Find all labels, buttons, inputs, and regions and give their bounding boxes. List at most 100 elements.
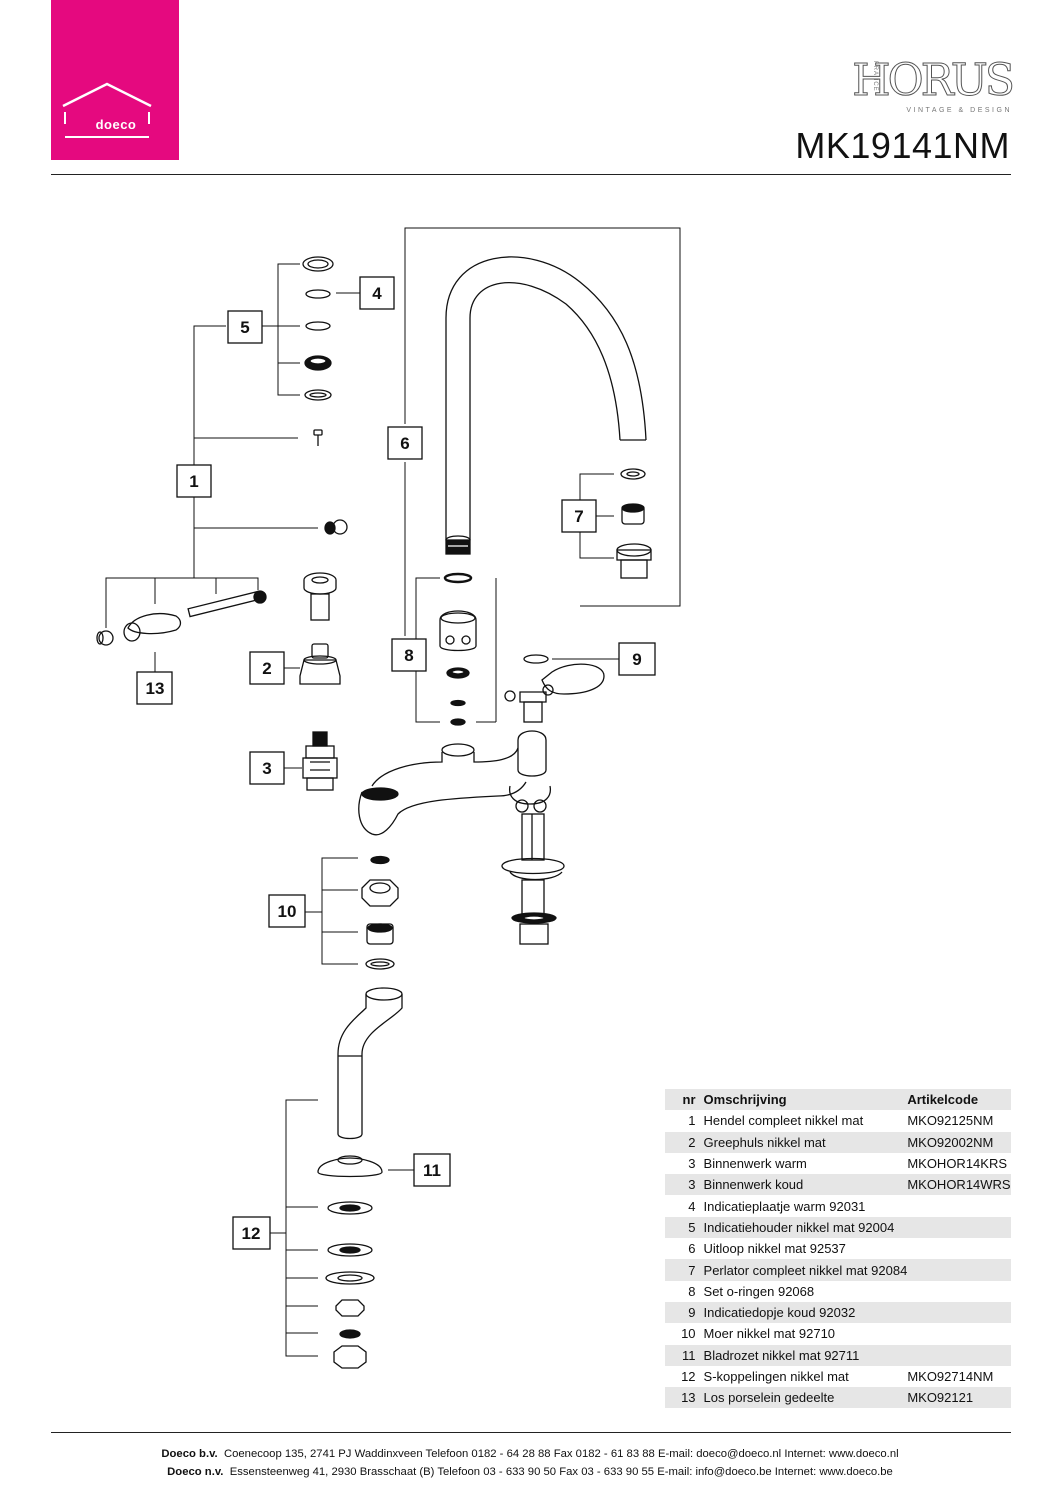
oring-set-part-8 bbox=[439, 572, 477, 726]
callout-1: 1 bbox=[189, 472, 198, 491]
callout-box-7 bbox=[561, 499, 597, 533]
cell-description: Bladrozet nikkel mat 92711 bbox=[703, 1347, 860, 1363]
callout-boxes bbox=[136, 276, 656, 1250]
table-row: 6 Uitloop nikkel mat 92537 bbox=[665, 1238, 1011, 1259]
callout-box-6 bbox=[387, 426, 423, 460]
cell-description: Los porselein gedeelte bbox=[703, 1390, 835, 1406]
table-row: 5 Indicatiehouder nikkel mat 92004 bbox=[665, 1216, 1011, 1239]
table-row: 9 Indicatiedopje koud 92032 bbox=[665, 1301, 1011, 1324]
callout-labels: 1 2 3 4 5 6 7 8 9 10 11 12 13 bbox=[146, 284, 642, 1243]
callout-11: 11 bbox=[423, 1161, 441, 1180]
callout-box-5 bbox=[227, 310, 263, 344]
cell-article-code: MKO92714NM bbox=[907, 1369, 994, 1384]
house-icon bbox=[62, 82, 152, 138]
callout-12: 12 bbox=[242, 1224, 261, 1243]
cell-description: Indicatiedopje koud 92032 bbox=[703, 1305, 856, 1321]
callout-box-4 bbox=[359, 276, 395, 310]
cell-nr: 4 bbox=[688, 1198, 696, 1214]
footer-address-nl: Coenecoop 135, 2741 PJ Waddinxveen Telef… bbox=[223, 1448, 899, 1460]
cell-nr: 2 bbox=[688, 1134, 696, 1150]
cell-nr: 6 bbox=[688, 1241, 696, 1257]
cell-nr: 3 bbox=[688, 1156, 696, 1172]
cell-article-code: MKO92002NM bbox=[907, 1134, 994, 1150]
brand-tagline: VINTAGE & DESIGN bbox=[906, 107, 1012, 114]
header-article-code: Artikelcode bbox=[907, 1092, 979, 1108]
cell-nr: 5 bbox=[688, 1219, 696, 1235]
table-header-row: nr Omschrijving Artikelcode bbox=[665, 1089, 1011, 1111]
callout-box-11 bbox=[413, 1153, 451, 1187]
cell-nr: 10 bbox=[681, 1326, 696, 1342]
callout-6: 6 bbox=[400, 434, 409, 453]
callout-9: 9 bbox=[632, 650, 641, 669]
cell-description: Binnenwerk warm bbox=[703, 1156, 807, 1172]
cell-article-code bbox=[907, 1281, 1011, 1302]
s-coupling-part-12 bbox=[325, 987, 403, 1369]
cell-description: Indicatieplaatje warm 92031 bbox=[703, 1198, 866, 1214]
cell-article-code bbox=[907, 1238, 1011, 1259]
cell-article-code: MKOHOR14KRS bbox=[907, 1156, 1008, 1172]
callout-box-3 bbox=[249, 751, 285, 785]
sleeve-part-2 bbox=[299, 643, 341, 685]
callout-3: 3 bbox=[262, 759, 271, 778]
callout-box-13 bbox=[136, 671, 173, 705]
cell-article-code bbox=[907, 1217, 1011, 1238]
brand-side-text: FRANCE bbox=[872, 61, 878, 92]
callout-box-10 bbox=[268, 894, 306, 928]
cell-nr: 9 bbox=[688, 1305, 696, 1321]
callout-8: 8 bbox=[404, 646, 413, 665]
table-row: 10 Moer nikkel mat 92710 bbox=[665, 1323, 1011, 1344]
header-rule bbox=[51, 174, 1011, 175]
brand-name: HORUS bbox=[852, 55, 1016, 107]
table-row: 11 Bladrozet nikkel mat 92711 bbox=[665, 1344, 1011, 1366]
cell-description: Uitloop nikkel mat 92537 bbox=[703, 1241, 846, 1257]
callout-4: 4 bbox=[372, 284, 382, 303]
cell-nr: 11 bbox=[682, 1347, 696, 1363]
aerator-part-7 bbox=[616, 468, 652, 579]
spout-part-6 bbox=[445, 256, 647, 555]
callout-5: 5 bbox=[240, 318, 249, 337]
screw-part bbox=[313, 429, 323, 446]
cell-description: Binnenwerk koud bbox=[703, 1177, 804, 1193]
cell-nr: 3 bbox=[688, 1177, 696, 1193]
cell-description: Indicatiehouder nikkel mat 92004 bbox=[703, 1219, 895, 1235]
nut-set-part-10 bbox=[361, 855, 399, 970]
table-row: 4 Indicatieplaatje warm 92031 bbox=[665, 1195, 1011, 1216]
callout-10: 10 bbox=[278, 902, 297, 921]
callout-13: 13 bbox=[146, 679, 165, 698]
header-nr: nr bbox=[682, 1092, 696, 1108]
table-row: 2 Greephuls nikkel mat MKO92002NM bbox=[665, 1131, 1011, 1153]
indicator-cap-part-9 bbox=[523, 654, 549, 664]
rosette-part-11 bbox=[317, 1155, 383, 1178]
exploded-parts-diagram: 1 2 3 4 5 6 7 8 9 10 11 12 13 bbox=[96, 227, 681, 1369]
callout-box-9 bbox=[618, 642, 656, 676]
table-row: 3 Binnenwerk warm MKOHOR14KRS bbox=[665, 1153, 1011, 1174]
cell-description: Perlator compleet nikkel mat 92084 bbox=[703, 1262, 908, 1278]
doeco-logo: doeco bbox=[51, 0, 179, 160]
footer-line-nl: Doeco b.v. Coenecoop 135, 2741 PJ Waddin… bbox=[0, 1448, 1060, 1460]
cell-article-code: MKOHOR14WRS bbox=[907, 1177, 1011, 1193]
cell-nr: 13 bbox=[681, 1390, 696, 1406]
horus-brand-logo: FRANCE HORUS VINTAGE & DESIGN bbox=[852, 55, 1016, 115]
callout-box-12 bbox=[232, 1216, 271, 1250]
cell-article-code bbox=[907, 1302, 1011, 1323]
cell-nr: 12 bbox=[681, 1369, 696, 1384]
rings-part-5 bbox=[302, 256, 334, 401]
cell-description: Moer nikkel mat 92710 bbox=[703, 1326, 836, 1342]
footer-rule bbox=[51, 1432, 1011, 1433]
cell-article-code bbox=[907, 1345, 1011, 1366]
callout-box-1 bbox=[176, 464, 212, 498]
cell-description: Greephuls nikkel mat bbox=[703, 1134, 826, 1150]
footer-company-be: Doeco n.v. bbox=[167, 1466, 224, 1478]
cell-article-code: MKO92125NM bbox=[907, 1113, 994, 1129]
cell-description: S-koppelingen nikkel mat bbox=[703, 1369, 849, 1384]
cell-article-code bbox=[907, 1195, 1011, 1216]
handle-part-1 bbox=[96, 572, 337, 646]
callout-box-2 bbox=[249, 651, 285, 685]
logo-text: doeco bbox=[95, 117, 137, 132]
model-number: MK19141NM bbox=[795, 125, 1010, 166]
callout-box-8 bbox=[391, 638, 427, 672]
table-row: 12 S-koppelingen nikkel mat MKO92714NM bbox=[665, 1366, 1011, 1387]
